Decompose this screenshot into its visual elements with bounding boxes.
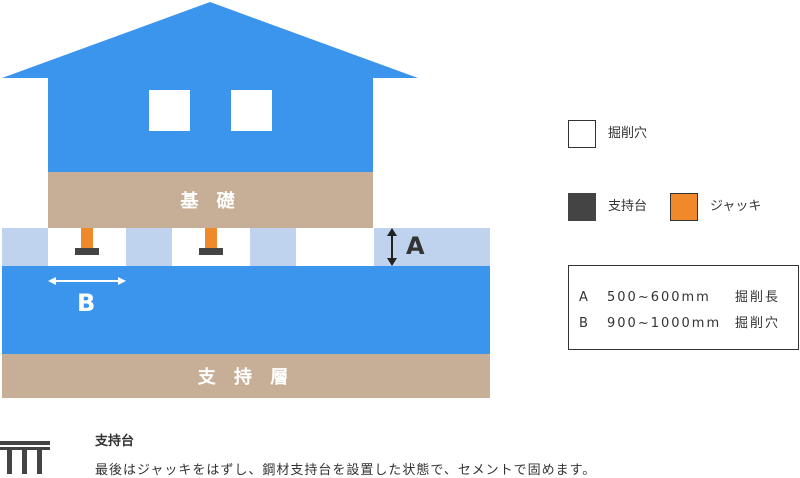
spec-row: B 900~1000mm 掘削穴 bbox=[579, 312, 780, 331]
dimension-a-label: A bbox=[406, 232, 425, 260]
support-stand-base bbox=[199, 248, 223, 255]
support-stand-base bbox=[75, 248, 99, 255]
legend-jack-swatch bbox=[670, 193, 698, 221]
spec-range: 500~600mm bbox=[607, 290, 711, 305]
spec-box: A 500~600mm 掘削長 B 900~1000mm 掘削穴 bbox=[568, 265, 799, 350]
spec-desc: 掘削長 bbox=[735, 290, 781, 305]
foundation-label: 基 礎 bbox=[180, 191, 241, 212]
legend-stand-label: 支持台 bbox=[608, 199, 648, 214]
house-roof bbox=[2, 2, 418, 78]
dimension-b-label: B bbox=[77, 289, 96, 317]
house-window-left bbox=[149, 90, 190, 131]
caption-title: 支持台 bbox=[95, 434, 135, 449]
support-layer: 支 持 層 bbox=[2, 354, 490, 398]
support-stand-icon bbox=[0, 441, 50, 474]
legend-pit-swatch bbox=[568, 120, 596, 148]
jack-post bbox=[205, 228, 217, 248]
spec-row: A 500~600mm 掘削長 bbox=[579, 286, 780, 305]
foundation-block: 基 礎 bbox=[48, 172, 373, 228]
legend-stand-swatch bbox=[568, 193, 596, 221]
spec-key: B bbox=[579, 316, 588, 331]
legend-jack-label: ジャッキ bbox=[710, 199, 762, 214]
spec-desc: 掘削穴 bbox=[735, 316, 781, 331]
jack-post bbox=[81, 228, 93, 248]
legend-pit-label: 掘削穴 bbox=[608, 126, 648, 141]
house-body bbox=[48, 76, 373, 172]
caption-text: 最後はジャッキをはずし、鋼材支持台を設置した状態で、セメントで固めます。 bbox=[95, 463, 597, 478]
support-layer-label: 支 持 層 bbox=[197, 367, 295, 388]
house-window-right bbox=[231, 90, 272, 131]
dimension-a-arrow bbox=[387, 228, 397, 266]
dimension-b-arrow bbox=[48, 277, 126, 285]
spec-key: A bbox=[579, 290, 588, 305]
spec-range: 900~1000mm bbox=[607, 316, 722, 331]
excavation-pit bbox=[296, 228, 374, 266]
